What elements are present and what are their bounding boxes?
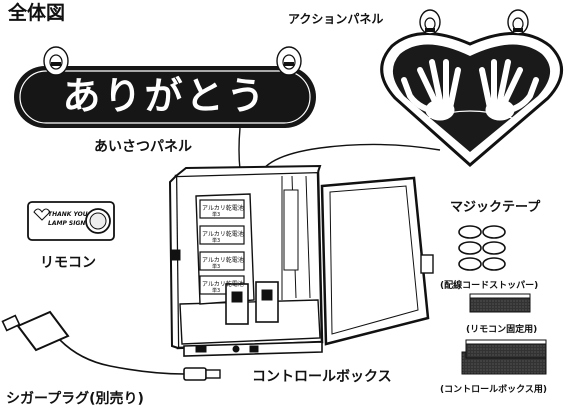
remote-text-line-2: LAMP SIGN — [48, 220, 86, 227]
greeting-panel — [14, 66, 316, 128]
magic-tape-large-pad — [461, 339, 547, 375]
remote-control — [27, 201, 115, 241]
magic-tape-label: マジックテープ — [450, 200, 541, 215]
battery-label-2: アルカリ乾電池 — [202, 231, 244, 238]
wire-stopper-label: (配線コードストッパー) — [440, 281, 539, 291]
cigar-plug — [1, 310, 221, 381]
action-panel-label: アクションパネル — [288, 12, 384, 26]
battery-size-1: 単3 — [212, 212, 221, 218]
page-title: 全体図 — [8, 2, 66, 24]
action-suction-cup-right — [507, 9, 529, 35]
battery-label-3: アルカリ乾電池 — [202, 257, 244, 264]
remote-label: リモコン — [40, 255, 96, 271]
greeting-panel-label: あいさつパネル — [94, 139, 192, 155]
battery-pack — [195, 193, 255, 305]
greeting-sign-text: ありがとう — [62, 73, 268, 118]
control-box-label: コントロールボックス — [252, 369, 392, 385]
remote-fix-label: (リモコン固定用) — [466, 325, 538, 335]
control-box-use-label: (コントロールボックス用) — [440, 385, 547, 395]
control-box — [168, 164, 434, 357]
hands-illustration — [401, 59, 539, 121]
magic-tape-circles — [458, 225, 506, 271]
battery-size-4: 単3 — [212, 288, 221, 294]
battery-size-3: 単3 — [212, 264, 221, 270]
battery-label-1: アルカリ乾電池 — [202, 205, 244, 212]
action-panel-heart — [380, 32, 563, 167]
cigar-plug-label: シガープラグ(別売り) — [6, 391, 144, 407]
battery-label-4: アルカリ乾電池 — [202, 281, 244, 288]
battery-size-2: 単3 — [212, 238, 221, 244]
action-suction-cup-left — [419, 9, 441, 35]
remote-text-line-1: THANK YOU — [48, 211, 88, 218]
magic-tape-small-pad — [469, 293, 531, 313]
greeting-suction-cup-right — [276, 46, 302, 76]
greeting-suction-cup-left — [43, 46, 69, 76]
